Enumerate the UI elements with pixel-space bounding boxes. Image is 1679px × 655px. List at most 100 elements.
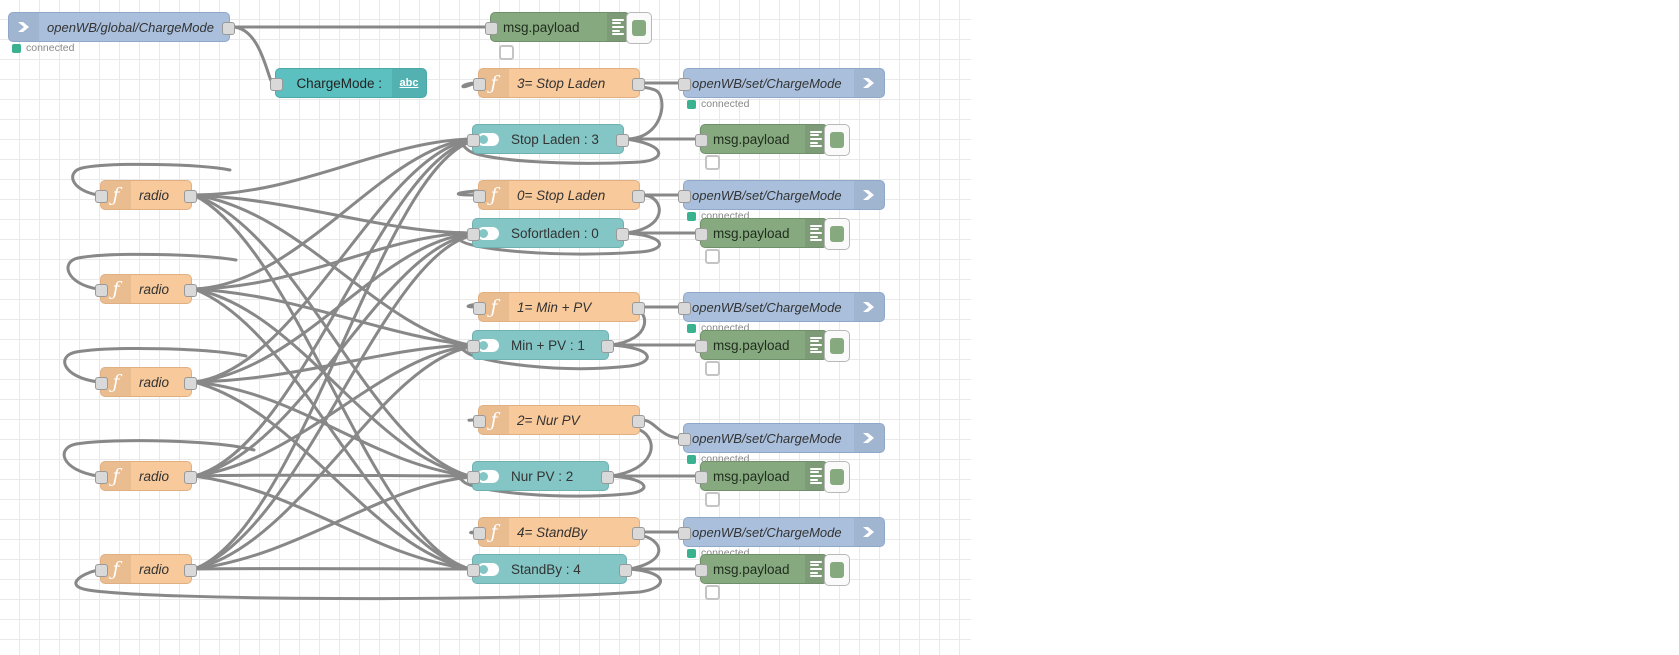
node-debug-0[interactable]: msg.payload xyxy=(485,12,652,44)
input-port[interactable] xyxy=(467,228,480,241)
node-ui-switch-sofortladen[interactable]: Sofortladen : 0 xyxy=(467,218,629,248)
node-function-1-min-pv[interactable]: ƒ 1= Min + PV xyxy=(473,292,645,322)
output-port[interactable] xyxy=(619,564,632,577)
input-port[interactable] xyxy=(678,433,691,446)
debug-toggle-button[interactable] xyxy=(824,218,850,250)
debug-status-indicator xyxy=(705,492,720,507)
input-port[interactable] xyxy=(695,228,708,241)
node-function-radio-4[interactable]: ƒ radio xyxy=(95,461,197,491)
output-port[interactable] xyxy=(601,471,614,484)
output-port[interactable] xyxy=(632,190,645,203)
input-port[interactable] xyxy=(270,78,283,91)
input-port[interactable] xyxy=(95,284,108,297)
input-port[interactable] xyxy=(467,471,480,484)
node-function-4-standby[interactable]: ƒ 4= StandBy xyxy=(473,517,645,547)
node-label: msg.payload xyxy=(713,468,790,484)
output-port[interactable] xyxy=(601,340,614,353)
node-mqtt-in-global[interactable]: openWB/global/ChargeMode xyxy=(8,12,235,42)
node-debug-3[interactable]: msg.payload xyxy=(695,330,850,362)
debug-bars-icon xyxy=(607,13,629,41)
output-port[interactable] xyxy=(184,377,197,390)
node-debug-5[interactable]: msg.payload xyxy=(695,554,850,586)
input-port[interactable] xyxy=(467,564,480,577)
node-label: openWB/global/ChargeMode xyxy=(47,19,214,35)
input-port[interactable] xyxy=(473,527,486,540)
node-function-radio-2[interactable]: ƒ radio xyxy=(95,274,197,304)
output-port[interactable] xyxy=(184,564,197,577)
editor-empty-area xyxy=(971,0,1679,655)
input-port[interactable] xyxy=(485,22,498,35)
input-port[interactable] xyxy=(695,340,708,353)
output-port[interactable] xyxy=(632,78,645,91)
node-label: ChargeMode : xyxy=(296,75,382,91)
input-port[interactable] xyxy=(467,134,480,147)
node-function-0-stop-laden[interactable]: ƒ 0= Stop Laden xyxy=(473,180,645,210)
input-port[interactable] xyxy=(678,527,691,540)
node-debug-1[interactable]: msg.payload xyxy=(695,124,850,156)
mqtt-out-arrow-icon xyxy=(854,424,884,452)
input-port[interactable] xyxy=(467,340,480,353)
flow-canvas[interactable]: openWB/global/ChargeMode connected Charg… xyxy=(0,0,971,655)
node-function-3-stop-laden[interactable]: ƒ 3= Stop Laden xyxy=(473,68,645,98)
node-mqtt-out-4[interactable]: openWB/set/ChargeMode xyxy=(678,423,885,453)
debug-toggle-button[interactable] xyxy=(626,12,652,44)
node-label: 0= Stop Laden xyxy=(517,187,606,203)
node-ui-switch-min-pv[interactable]: Min + PV : 1 xyxy=(467,330,614,360)
node-function-2-nur-pv[interactable]: ƒ 2= Nur PV xyxy=(473,405,645,435)
node-debug-4[interactable]: msg.payload xyxy=(695,461,850,493)
debug-status-indicator xyxy=(499,45,514,60)
node-mqtt-out-2[interactable]: openWB/set/ChargeMode xyxy=(678,180,885,210)
input-port[interactable] xyxy=(473,78,486,91)
input-port[interactable] xyxy=(678,302,691,315)
debug-toggle-button[interactable] xyxy=(824,461,850,493)
node-label: radio xyxy=(139,187,170,203)
input-port[interactable] xyxy=(95,471,108,484)
output-port[interactable] xyxy=(184,471,197,484)
node-function-radio-1[interactable]: ƒ radio xyxy=(95,180,197,210)
node-label: openWB/set/ChargeMode xyxy=(692,430,842,446)
debug-bars-icon xyxy=(805,219,827,247)
input-port[interactable] xyxy=(473,302,486,315)
node-label: Sofortladen : 0 xyxy=(511,225,599,241)
output-port[interactable] xyxy=(616,134,629,147)
mqtt-in-arrow-icon xyxy=(9,13,39,41)
node-ui-switch-nur-pv[interactable]: Nur PV : 2 xyxy=(467,461,614,491)
debug-toggle-button[interactable] xyxy=(824,124,850,156)
input-port[interactable] xyxy=(473,190,486,203)
node-ui-switch-standby[interactable]: StandBy : 4 xyxy=(467,554,632,584)
node-mqtt-out-5[interactable]: openWB/set/ChargeMode xyxy=(678,517,885,547)
output-port[interactable] xyxy=(184,190,197,203)
output-port[interactable] xyxy=(632,415,645,428)
node-label: radio xyxy=(139,281,170,297)
node-label: 4= StandBy xyxy=(517,524,588,540)
debug-toggle-button[interactable] xyxy=(824,330,850,362)
node-mqtt-out-3[interactable]: openWB/set/ChargeMode xyxy=(678,292,885,322)
debug-toggle-button[interactable] xyxy=(824,554,850,586)
output-port[interactable] xyxy=(616,228,629,241)
node-ui-text-chargemode[interactable]: ChargeMode : abc xyxy=(270,68,427,98)
node-ui-switch-stop-laden[interactable]: Stop Laden : 3 xyxy=(467,124,629,154)
debug-status-indicator xyxy=(705,155,720,170)
input-port[interactable] xyxy=(95,190,108,203)
input-port[interactable] xyxy=(95,377,108,390)
output-port[interactable] xyxy=(632,527,645,540)
input-port[interactable] xyxy=(695,564,708,577)
input-port[interactable] xyxy=(678,78,691,91)
input-port[interactable] xyxy=(695,471,708,484)
input-port[interactable] xyxy=(678,190,691,203)
status-text: connected xyxy=(26,42,75,54)
node-function-radio-3[interactable]: ƒ radio xyxy=(95,367,197,397)
node-label: openWB/set/ChargeMode xyxy=(692,187,842,203)
node-mqtt-out-1[interactable]: openWB/set/ChargeMode xyxy=(678,68,885,98)
mqtt-out-arrow-icon xyxy=(854,181,884,209)
input-port[interactable] xyxy=(473,415,486,428)
node-debug-2[interactable]: msg.payload xyxy=(695,218,850,250)
output-port[interactable] xyxy=(184,284,197,297)
node-label: msg.payload xyxy=(713,561,790,577)
output-port[interactable] xyxy=(222,22,235,35)
output-port[interactable] xyxy=(632,302,645,315)
input-port[interactable] xyxy=(695,134,708,147)
node-label: 3= Stop Laden xyxy=(517,75,606,91)
node-function-radio-5[interactable]: ƒ radio xyxy=(95,554,197,584)
input-port[interactable] xyxy=(95,564,108,577)
